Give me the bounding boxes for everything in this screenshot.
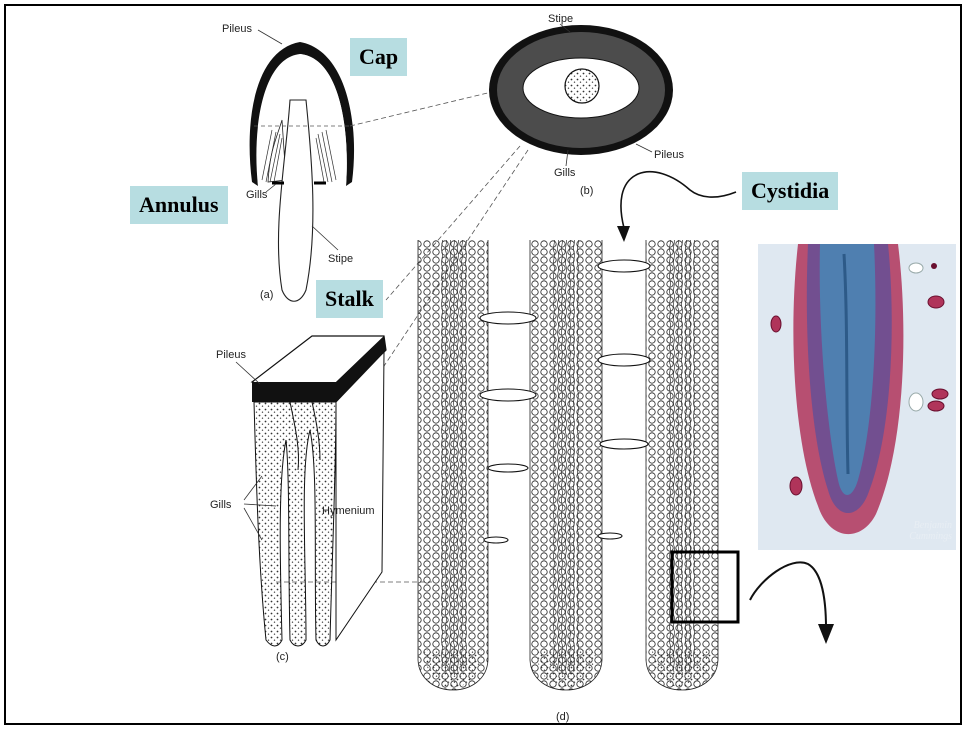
label-c-gills: Gills — [210, 499, 232, 511]
label-c-pileus: Pileus — [216, 349, 246, 361]
tag-annulus: Annulus — [130, 186, 228, 224]
zoom-arrowhead — [818, 624, 834, 644]
label-panel-c: (c) — [276, 651, 289, 663]
connector-a-b — [350, 90, 500, 126]
label-panel-d: (d) — [556, 711, 569, 723]
label-panel-b: (b) — [580, 185, 593, 197]
gill-micrograph: Benjamin Cummings — [758, 244, 956, 550]
cystidia-arrowhead — [617, 226, 630, 242]
tag-stalk: Stalk — [316, 280, 383, 318]
label-b-stipe: Stipe — [548, 13, 573, 25]
tag-cystidia: Cystidia — [742, 172, 838, 210]
label-b-gills: Gills — [554, 167, 576, 179]
label-a-pileus: Pileus — [222, 23, 252, 35]
zoom-arrow — [750, 562, 826, 628]
cystidia-arrow — [621, 172, 736, 228]
gill-block-c — [236, 336, 386, 646]
cap-cross-section-b — [489, 24, 673, 166]
micrograph-image — [758, 244, 956, 550]
label-b-pileus: Pileus — [654, 149, 684, 161]
gill-column-1 — [418, 240, 488, 690]
label-a-stipe: Stipe — [328, 253, 353, 265]
gill-column-2 — [530, 240, 602, 690]
tag-cap: Cap — [350, 38, 407, 76]
label-a-gills: Gills — [246, 189, 268, 201]
gill-trama-d — [418, 240, 738, 690]
label-panel-a: (a) — [260, 289, 273, 301]
label-c-hymenium: Hymenium — [322, 505, 375, 517]
photo-credit: Benjamin Cummings — [909, 521, 952, 542]
